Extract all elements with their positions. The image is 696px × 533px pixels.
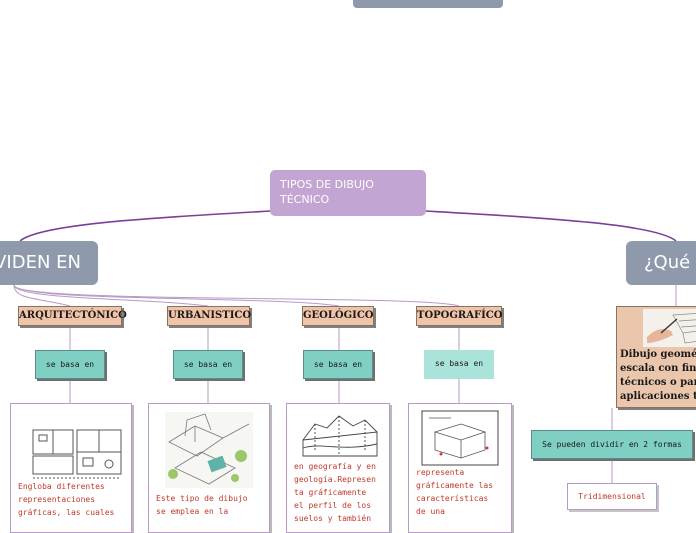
relation-label: se basa en xyxy=(434,359,484,368)
category-label: URBANISTICO xyxy=(168,310,252,321)
relation-se-basa-en[interactable]: se basa en xyxy=(173,350,243,379)
card-topografico[interactable]: representa gráficamente las característi… xyxy=(408,403,512,533)
main-topic-left-label: VIDEN EN xyxy=(0,252,81,273)
connector-lines xyxy=(13,210,677,483)
main-topic-right[interactable]: ¿Qué e xyxy=(626,241,696,285)
category-topografico[interactable]: TOPOGRAFÍCO xyxy=(416,306,502,326)
category-arquitectonico[interactable]: ARQUITECTÓNICO xyxy=(18,306,127,326)
category-urbanistico[interactable]: URBANISTICO xyxy=(167,306,252,326)
relation-se-basa-en[interactable]: se basa en xyxy=(424,350,494,379)
card-description: Dibujo geomét escala con fine técnicos o… xyxy=(620,349,696,402)
relation-se-basa-en[interactable]: se basa en xyxy=(35,350,105,379)
hand-drawing-sketch-icon xyxy=(643,309,696,347)
relation-label: se basa en xyxy=(45,360,95,369)
urban-model-drawing-icon xyxy=(165,412,253,488)
central-topic[interactable]: TIPOS DE DIBUJO TÉCNICO xyxy=(270,170,426,216)
card-urbanistico[interactable]: Este tipo de dibujo se emplea en la xyxy=(148,403,270,533)
relation-se-pueden-dividir[interactable]: Se pueden dividir en 2 formas xyxy=(531,430,693,459)
relation-se-basa-en[interactable]: se basa en xyxy=(303,350,373,379)
geological-section-drawing-icon xyxy=(302,415,378,457)
floor-plan-drawing-icon xyxy=(32,429,122,479)
card-description: representa gráficamente las característi… xyxy=(416,468,494,516)
subtopic-label: Tridimensional xyxy=(578,492,646,501)
subtopic-tridimensional[interactable]: Tridimensional xyxy=(567,483,657,510)
card-description: Este tipo de dibujo se emplea en la xyxy=(156,494,248,516)
card-description: Engloba diferentes representaciones gráf… xyxy=(18,482,115,517)
relation-label: se basa en xyxy=(313,360,363,369)
main-topic-left[interactable]: VIDEN EN xyxy=(0,241,98,285)
central-topic-label: TIPOS DE DIBUJO TÉCNICO xyxy=(280,178,374,206)
category-label: TOPOGRAFÍCO xyxy=(417,310,503,321)
relation-label: Se pueden dividir en 2 formas xyxy=(542,440,682,449)
card-geologico[interactable]: en geografía y en geología.Represen ta g… xyxy=(286,403,390,533)
card-description: en geografía y en geología.Represen ta g… xyxy=(294,462,376,523)
parent-topic-stub[interactable] xyxy=(353,0,503,8)
topographic-drawing-icon xyxy=(421,410,499,466)
relation-label: se basa en xyxy=(183,360,233,369)
category-geologico[interactable]: GEOLÓGICO xyxy=(302,306,374,326)
category-label: GEOLÓGICO xyxy=(303,310,374,321)
card-dibujo-geometrico[interactable]: Dibujo geomét escala con fine técnicos o… xyxy=(616,306,696,408)
card-arquitectonico[interactable]: Engloba diferentes representaciones gráf… xyxy=(10,403,132,533)
main-topic-right-label: ¿Qué e xyxy=(644,252,696,273)
category-label: ARQUITECTÓNICO xyxy=(19,310,127,321)
